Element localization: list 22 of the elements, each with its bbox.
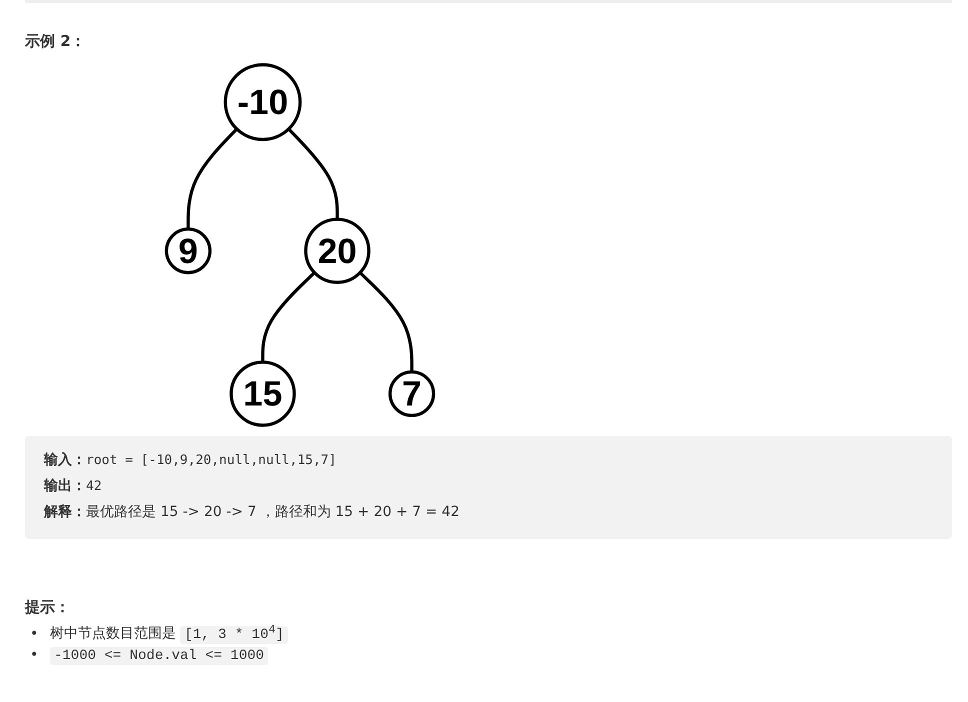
tree-node-circle: 20 [304, 218, 370, 284]
field-value: root = [-10,9,20,null,null,15,7] [86, 453, 336, 468]
field-value: 42 [86, 479, 102, 494]
bullet-marker: • [30, 626, 40, 642]
tree-node-circle: 7 [388, 370, 436, 418]
field-label: 输出： [44, 478, 86, 494]
tree-edge [261, 272, 316, 362]
section-heading: 提示： [25, 598, 70, 617]
tree-node-circle: 9 [164, 227, 212, 274]
tree-node-circle: -10 [224, 63, 302, 142]
tree-edge [288, 128, 339, 220]
field-value: 最优路径是 15 -> 20 -> 7 ，路径和为 15 + 20 + 7 = 42 [86, 504, 460, 520]
hint-text: 树中节点数目范围是 [50, 626, 176, 642]
tree-edge [186, 128, 238, 230]
bullet-marker: • [30, 646, 40, 663]
section-heading: 示例 2： [25, 32, 86, 51]
field-label: 解释： [44, 504, 86, 520]
inline-code: -1000 <= Node.val <= 1000 [50, 646, 268, 665]
inline-code: [1, 3 * 10$^{4}$] [180, 626, 288, 644]
tree-edge [358, 272, 414, 372]
field-label: 输入： [44, 452, 86, 468]
tree-node-circle: 15 [230, 360, 296, 427]
